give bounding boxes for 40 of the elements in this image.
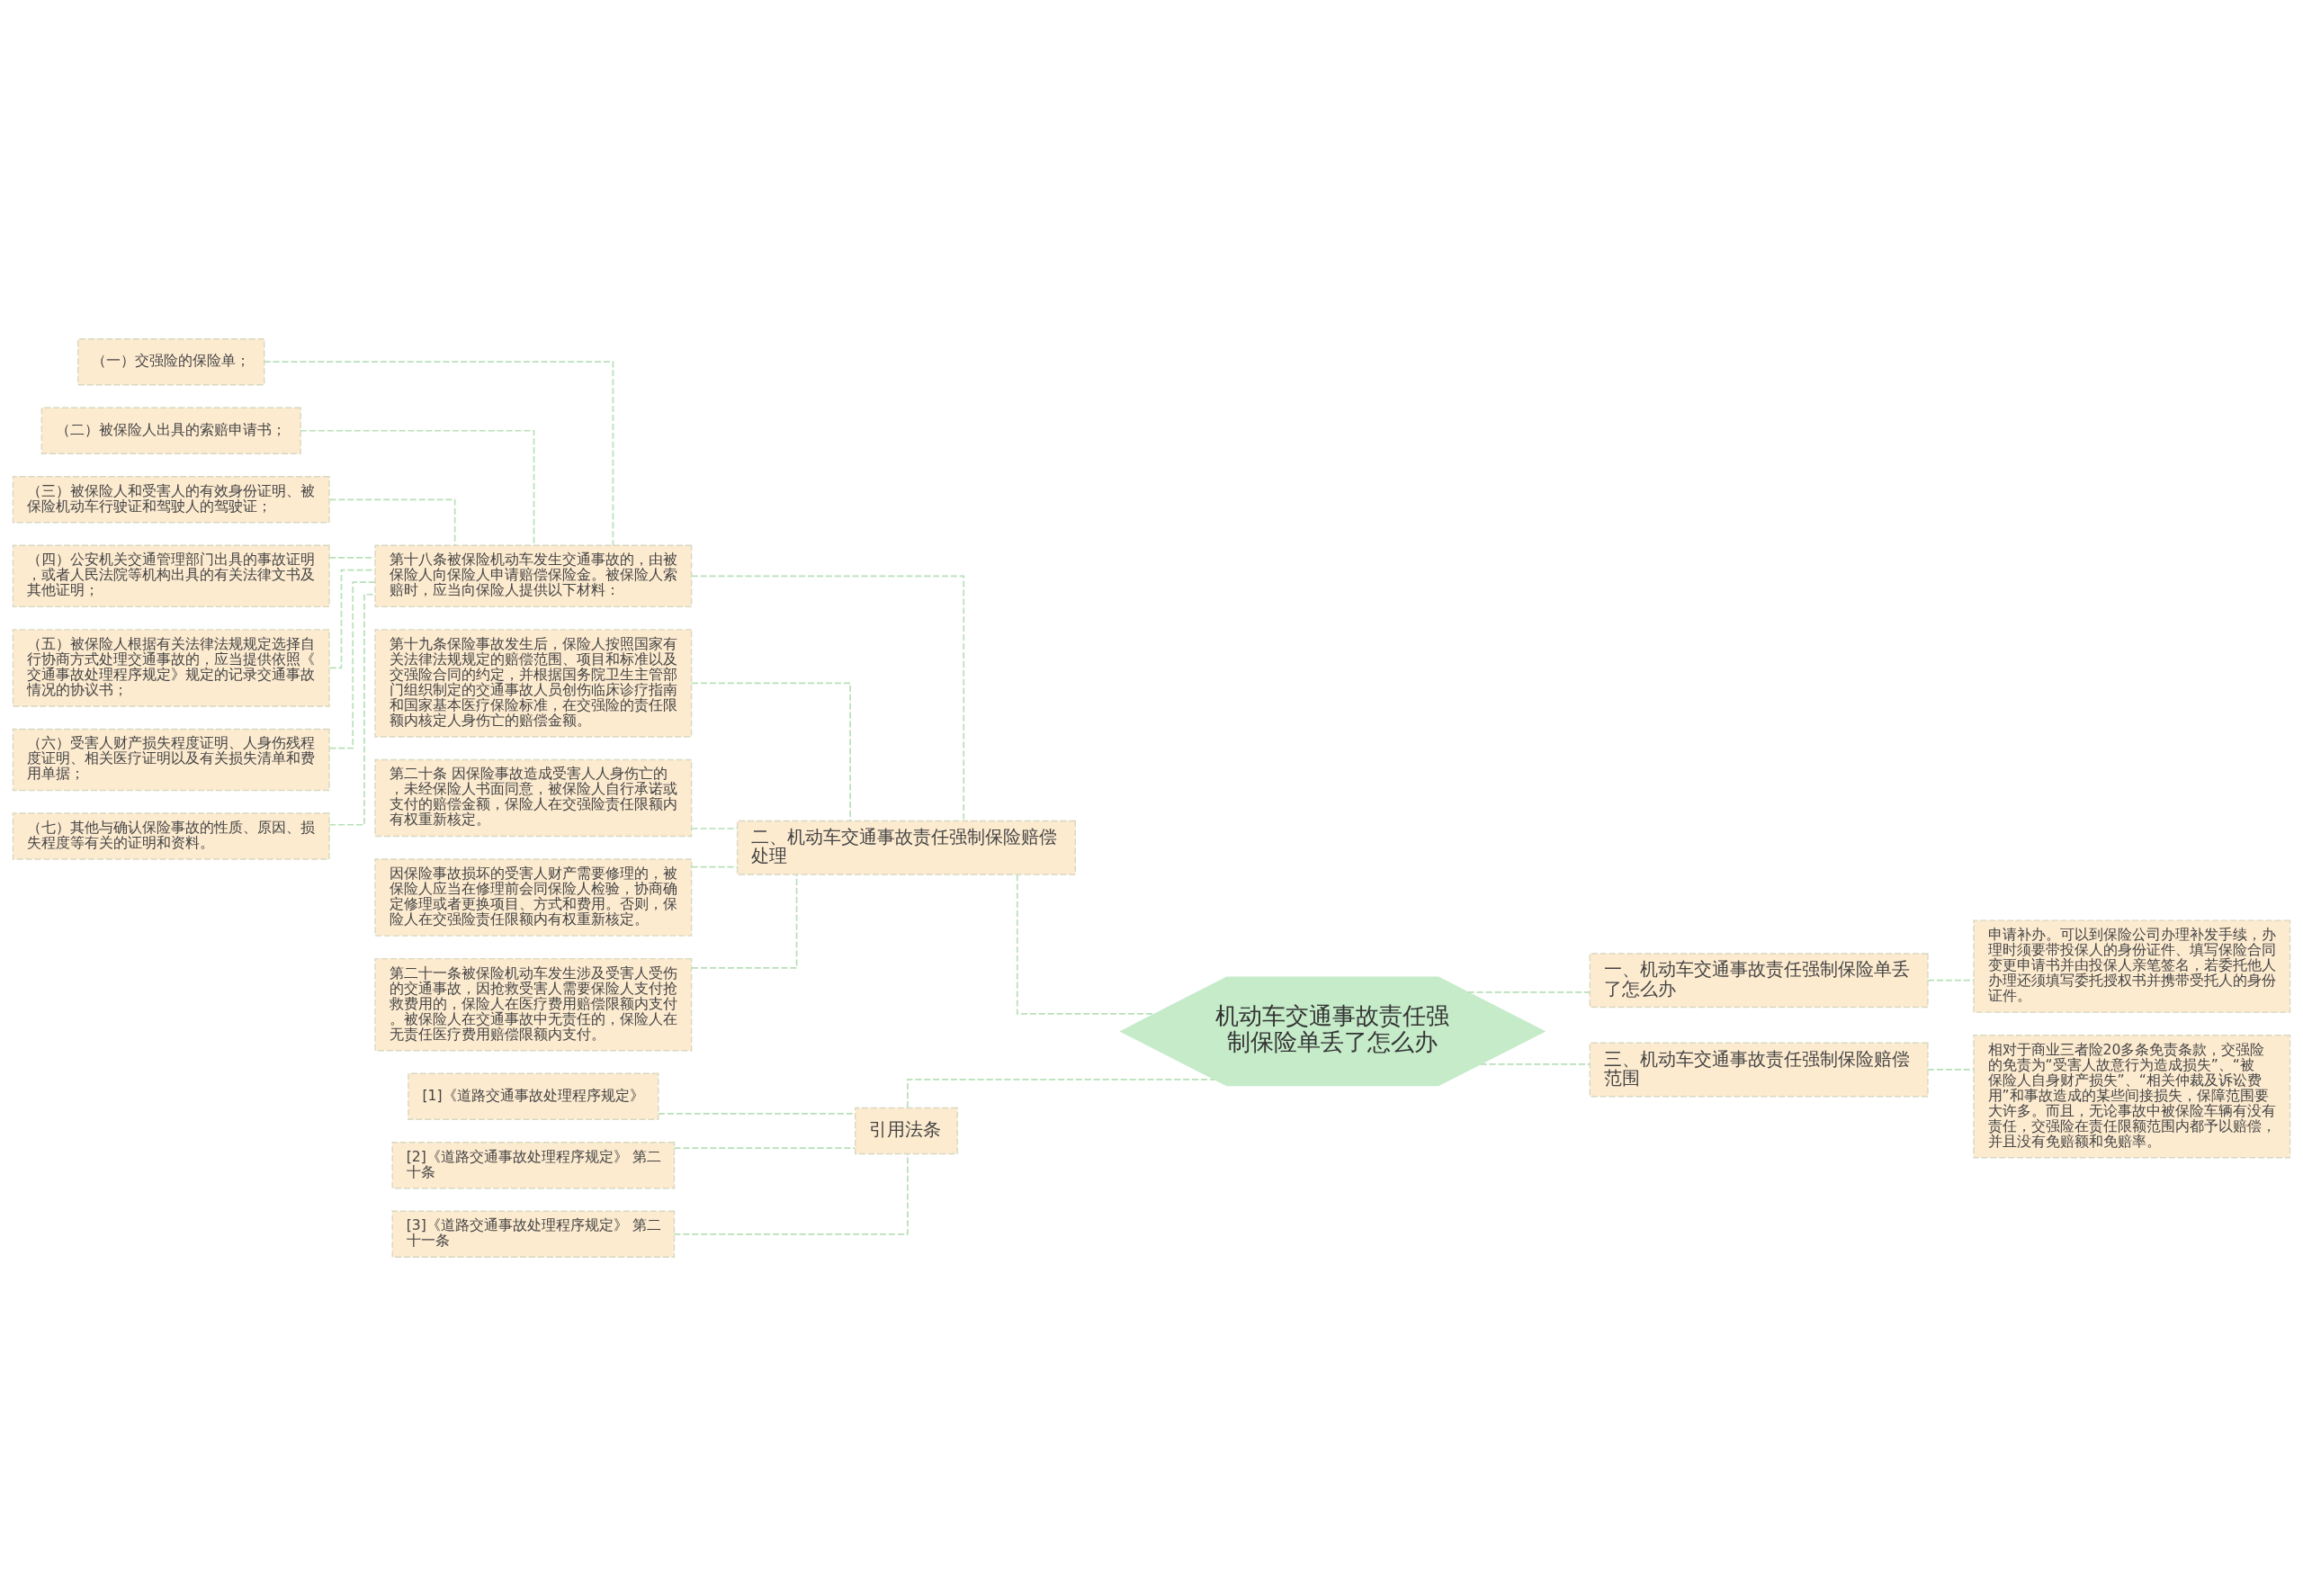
node-box: （三）被保险人和受害人的有效身份证明、被保险机动车行驶证和驾驶人的驾驶证；: [12, 476, 330, 524]
node-box: （七）其他与确认保险事故的性质、原因、损失程度等有关的证明和资料。: [12, 812, 330, 860]
node-box: 三、机动车交通事故责任强制保险赔偿范围: [1589, 1042, 1929, 1098]
connector: [673, 1147, 856, 1149]
connector: [328, 498, 456, 547]
connector: [328, 581, 376, 749]
node-box: 申请补办。可以到保险公司办理补发手续，办理时须要带投保人的身份证件、填写保险合同变更申请书并由投保人亲笔签名，若委托他人办理还须填写委托授权书并携带受托人的身份证件。: [1973, 919, 2291, 1013]
connector: [691, 575, 965, 822]
node-box: 因保险事故损坏的受害人财产需要修理的，被保险人应当在修理前会同保险人检验，协商确定修理或者更换项目、方式和费用。否则，保险人在交强险责任限额内有权重新核定。: [374, 858, 693, 937]
connector: [673, 1153, 909, 1235]
node-box: 第二十条 因保险事故造成受害人人身伤亡的，未经保险人书面同意，被保险人自行承诺或支付的赔偿金额，保险人在交强险责任限额内有权重新核定。: [374, 758, 693, 838]
node-box: 相对于商业三者险20多条免责条款，交强险的免责为“受害人故意行为造成损失”、“被保险人自身财产损失”、“相关仲裁及诉讼费用”和事故造成的某些间接损失，保障范围要大许多。而且，无论事故中被保险车辆有没有责任，交强险在责任限额范围内都予以赔偿，并且没有免赔额和免赔率。: [1973, 1034, 2291, 1159]
node-box: （五）被保险人根据有关法律法规规定选择自行协商方式处理交通事故的，应当提供依照《交通事故处理程序规定》规定的记录交通事故情况的协议书；: [12, 629, 330, 707]
connector: [1927, 1069, 1975, 1071]
node-box: 第十九条保险事故发生后，保险人按照国家有关法律法规规定的赔偿范围、项目和标准以及交强险合同的约定，并根据国务院卫生主管部门组织制定的交通事故人员创伤临床诊疗指南和国家基本医疗保险标准，在交强险的责任限额内核定人身伤亡的赔偿金额。: [374, 629, 693, 738]
node-box: 第十八条被保险机动车发生交通事故的，由被保险人向保险人申请赔偿保险金。被保险人索赔时，应当向保险人提供以下材料：: [374, 544, 693, 608]
connector: [328, 557, 376, 559]
node-box: 一、机动车交通事故责任强制保险单丢了怎么办: [1589, 953, 1929, 1009]
connector: [263, 361, 614, 547]
node-box: （六）受害人财产损失程度证明、人身伤残程度证明、相关医疗证明以及有关损失清单和费用单据；: [12, 728, 330, 792]
node-box: （一）交强险的保险单；: [77, 337, 265, 386]
connector: [1467, 991, 1591, 993]
node-box: （四）公安机关交通管理部门出具的事故证明，或者人民法院等机构出具的有关法律文书及其他证明；: [12, 544, 330, 608]
connector: [1927, 979, 1975, 982]
connector: [690, 828, 739, 829]
node-box: 第二十一条被保险机动车发生涉及受害人受伤的交通事故，因抢救受害人需要保险人支付抢救费用的，保险人在医疗费用赔偿限额内支付。被保险人在交通事故中无责任的，保险人在无责任医疗费用赔偿限额内支付。: [374, 957, 693, 1052]
node-box: 引用法条: [855, 1107, 958, 1155]
node-box: [3]《道路交通事故处理程序规定》 第二十一条: [391, 1210, 676, 1259]
node-box: [2]《道路交通事故处理程序规定》 第二十条: [391, 1142, 676, 1189]
node-box: （二）被保险人出具的索赔申请书；: [40, 407, 301, 454]
connector: [691, 874, 798, 969]
connector: [690, 865, 739, 868]
connector: [328, 569, 376, 669]
connector: [300, 429, 535, 546]
connector: [1479, 1063, 1591, 1065]
connector: [691, 682, 851, 822]
connector: [907, 1079, 1216, 1108]
node-box: 二、机动车交通事故责任强制保险赔偿处理: [736, 820, 1076, 875]
connector: [328, 593, 376, 826]
node-box: [1]《道路交通事故处理程序规定》: [408, 1072, 659, 1120]
